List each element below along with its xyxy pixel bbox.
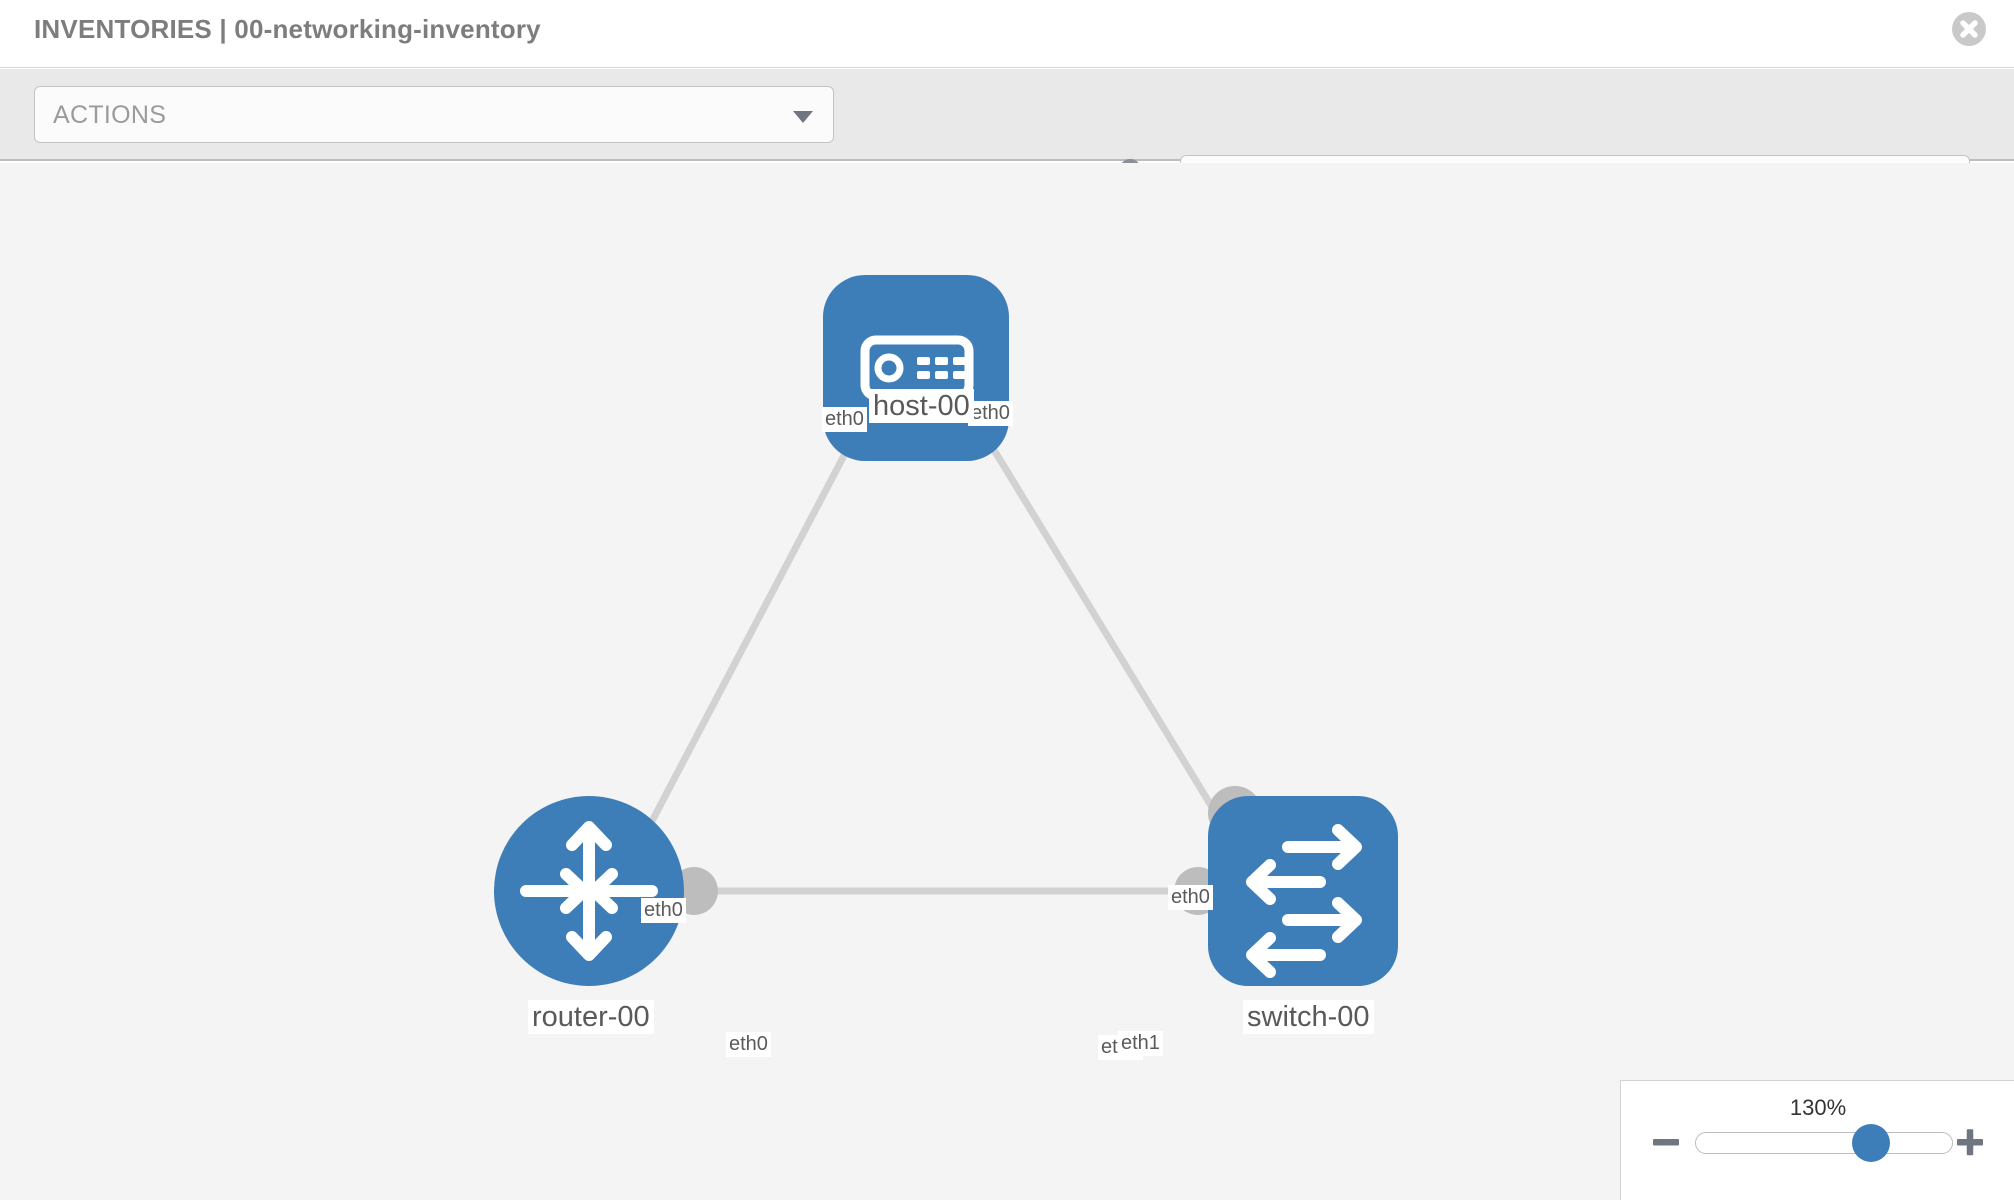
topology-graph bbox=[494, 275, 1398, 986]
zoom-percent-label: 130% bbox=[1789, 1095, 1847, 1120]
zoom-out-button[interactable] bbox=[1649, 1125, 1683, 1159]
node-switch-00 bbox=[1208, 796, 1398, 986]
iface-label-router-up: eth0 bbox=[641, 898, 686, 923]
page-title: INVENTORIES | 00-networking-inventory bbox=[34, 14, 541, 44]
node-label-switch-00: switch-00 bbox=[1243, 1000, 1374, 1034]
iface-label-host-left: eth0 bbox=[822, 407, 867, 432]
toolbar: ACTIONS SEARCH bbox=[0, 69, 2014, 212]
zoom-slider-track[interactable] bbox=[1695, 1132, 1953, 1154]
iface-label-switch-left-b: eth1 bbox=[1118, 1031, 1163, 1056]
topology-canvas[interactable]: eth0 eth0 host-00 eth0 eth0 eth0 eth0 et… bbox=[0, 163, 2014, 1200]
iface-label-switch-up: eth0 bbox=[1168, 885, 1213, 910]
node-host-00 bbox=[823, 275, 1009, 461]
iface-label-router-right: eth0 bbox=[726, 1032, 771, 1057]
chevron-down-icon bbox=[793, 111, 813, 123]
switch-arrows-icon bbox=[1246, 824, 1362, 978]
node-label-router-00: router-00 bbox=[528, 1000, 654, 1034]
actions-dropdown-label: ACTIONS bbox=[53, 101, 167, 129]
close-icon[interactable] bbox=[1952, 12, 1986, 46]
page-header: INVENTORIES | 00-networking-inventory bbox=[0, 0, 2014, 68]
zoom-control: 130% bbox=[1620, 1080, 2014, 1200]
node-router-00 bbox=[494, 796, 684, 986]
iface-label-host-right: eth0 bbox=[968, 401, 1013, 426]
zoom-slider-thumb[interactable] bbox=[1852, 1124, 1890, 1162]
zoom-in-button[interactable] bbox=[1953, 1125, 1987, 1159]
node-label-host-00: host-00 bbox=[869, 389, 974, 423]
actions-dropdown[interactable]: ACTIONS bbox=[34, 86, 834, 143]
router-arrows-icon bbox=[520, 821, 658, 961]
